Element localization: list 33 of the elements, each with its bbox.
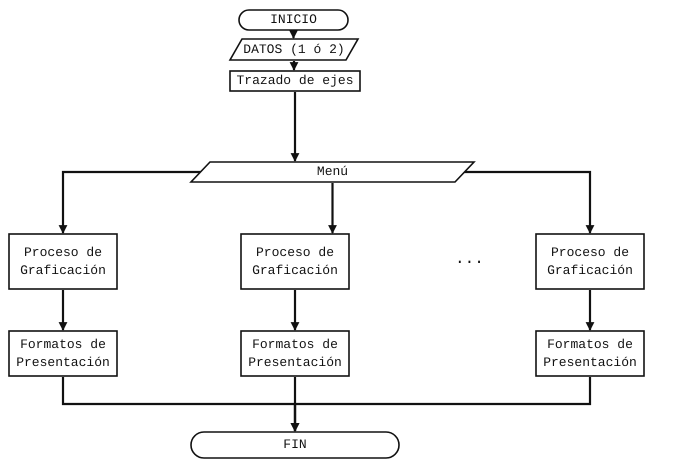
node-text: INICIO (270, 11, 317, 29)
process-box (240, 330, 350, 377)
node-text: Proceso de Graficación (546, 244, 634, 280)
terminal-shape (238, 9, 349, 31)
node-text: Proceso de Graficación (251, 244, 339, 280)
process-box (8, 330, 118, 377)
arrow (58, 170, 201, 234)
arrow (328, 183, 337, 234)
arrow (290, 377, 592, 432)
process-box (8, 233, 118, 290)
process-box (535, 233, 645, 290)
node-text: Formatos de Presentación (247, 336, 343, 372)
arrow (289, 30, 298, 39)
process-box (240, 233, 350, 290)
process-box (229, 70, 361, 92)
arrow (586, 290, 594, 331)
node-text: FIN (283, 436, 307, 454)
node-text: DATOS (1 ó 2) (243, 40, 345, 58)
ellipsis-text: ... (455, 250, 484, 268)
node-text: Formatos de Presentación (542, 336, 638, 372)
process-box (535, 330, 645, 377)
node-text: Formatos de Presentación (15, 336, 111, 372)
arrow (290, 290, 300, 331)
terminal-shape (190, 431, 400, 459)
arrow (464, 170, 594, 234)
node-text: Menú (316, 163, 348, 181)
node-text: Trazado de ejes (236, 72, 354, 90)
arrow (290, 61, 298, 71)
arrow (58, 290, 68, 331)
io-parallelogram (229, 38, 359, 61)
io-parallelogram (190, 161, 475, 183)
node-text: Proceso de Graficación (19, 244, 107, 280)
arrow (290, 92, 300, 162)
